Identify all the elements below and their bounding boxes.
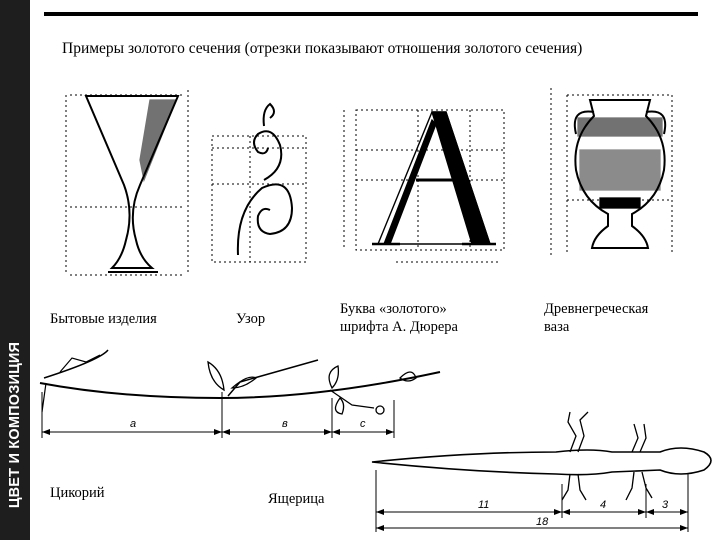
- lizard-figure: [371, 411, 712, 532]
- lizard-dim-11: 11: [478, 499, 489, 511]
- goblet-figure: [65, 90, 189, 276]
- caption-lizard: Ящерица: [268, 491, 325, 507]
- caption-letter-line1: Буква «золотого»: [340, 301, 447, 317]
- letter-a-figure: [343, 109, 505, 263]
- slide-title: Примеры золотого сечения (отрезки показы…: [62, 40, 583, 57]
- caption-pattern: Узор: [236, 311, 266, 327]
- chicory-dim-b: в: [282, 418, 288, 430]
- lizard-dim-18: 18: [536, 516, 549, 528]
- sidebar-label: ЦВЕТ И КОМПОЗИЦИЯ: [7, 341, 23, 509]
- caption-chicory: Цикорий: [50, 485, 105, 501]
- caption-letter-line2: шрифта А. Дюрера: [340, 319, 458, 335]
- top-rule: [44, 12, 698, 16]
- chicory-dim-c: c: [360, 418, 366, 430]
- sidebar-band: ЦВЕТ И КОМПОЗИЦИЯ: [0, 0, 30, 540]
- spiral-pattern-figure: [211, 102, 307, 263]
- greek-vase-figure: [550, 88, 673, 255]
- chicory-dim-a: a: [130, 418, 136, 430]
- lizard-dim-3: 3: [662, 499, 669, 511]
- caption-vase-line1: Древнегреческая: [544, 301, 649, 317]
- lizard-dim-4: 4: [600, 499, 606, 511]
- caption-household: Бытовые изделия: [50, 311, 157, 327]
- chicory-figure: [39, 349, 441, 438]
- caption-vase-line2: ваза: [544, 319, 570, 335]
